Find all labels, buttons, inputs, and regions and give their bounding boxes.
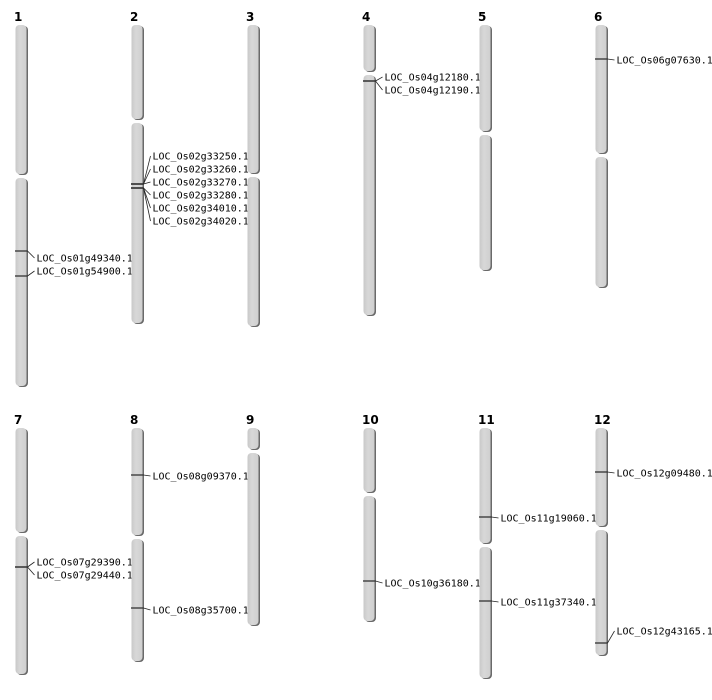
- gene-label: LOC_Os01g49340.1: [37, 254, 133, 265]
- chromosome-label: 5: [478, 10, 486, 24]
- chromosome-5: 5: [478, 10, 492, 271]
- long-arm: [479, 547, 491, 678]
- label-connector: [143, 168, 151, 185]
- long-arm: [15, 536, 27, 674]
- chromosome-label: 10: [362, 413, 379, 427]
- label-connector: [143, 155, 151, 185]
- label-connector: [491, 516, 499, 519]
- gene-label: LOC_Os11g19060.1: [501, 514, 597, 525]
- gene-label: LOC_Os12g43165.1: [617, 627, 712, 638]
- label-connector: [491, 600, 499, 603]
- chromosome-9: 9: [246, 413, 260, 626]
- label-connector: [375, 76, 383, 82]
- long-arm: [247, 177, 259, 326]
- gene-label: LOC_Os02g34010.1: [153, 204, 249, 215]
- chromosome-label: 6: [594, 10, 602, 24]
- gene-label: LOC_Os04g12190.1: [385, 86, 481, 97]
- gene-label: LOC_Os08g09370.1: [153, 472, 249, 483]
- short-arm: [247, 25, 259, 173]
- label-connector: [143, 181, 151, 185]
- gene-label: LOC_Os10g36180.1: [385, 579, 481, 590]
- chromosome-label: 12: [594, 413, 611, 427]
- short-arm: [247, 428, 259, 449]
- label-connector: [27, 566, 35, 576]
- label-connector: [143, 187, 151, 222]
- gene-label: LOC_Os02g33250.1: [153, 152, 249, 163]
- gene-label: LOC_Os12g09480.1: [617, 469, 712, 480]
- long-arm: [479, 135, 491, 270]
- chromosome-label: 8: [130, 413, 138, 427]
- long-arm: [595, 157, 607, 287]
- gene-label: LOC_Os08g35700.1: [153, 606, 249, 617]
- long-arm: [595, 530, 607, 655]
- short-arm: [131, 428, 143, 535]
- label-connector: [143, 607, 151, 611]
- short-arm: [15, 428, 27, 532]
- gene-label: LOC_Os02g33280.1: [153, 191, 249, 202]
- label-connector: [607, 58, 615, 61]
- gene-label: LOC_Os11g37340.1: [501, 598, 597, 609]
- gene-label: LOC_Os01g54900.1: [37, 267, 133, 278]
- short-arm: [479, 25, 491, 131]
- chromosome-label: 4: [362, 10, 370, 24]
- chromosome-label: 2: [130, 10, 138, 24]
- short-arm: [363, 428, 375, 492]
- short-arm: [595, 428, 607, 526]
- chromosome-3: 3: [246, 10, 260, 327]
- label-connector: [143, 187, 151, 209]
- long-arm: [131, 123, 143, 323]
- long-arm: [15, 178, 27, 386]
- label-connector: [27, 250, 35, 259]
- label-connector: [27, 561, 35, 568]
- label-connector: [27, 270, 35, 277]
- label-connector: [143, 474, 151, 477]
- gene-label: LOC_Os04g12180.1: [385, 73, 481, 84]
- chromosome-label: 9: [246, 413, 254, 427]
- label-connector: [607, 471, 615, 474]
- label-connector: [607, 630, 615, 644]
- chromosome-label: 7: [14, 413, 22, 427]
- short-arm: [131, 25, 143, 119]
- gene-label: LOC_Os06g07630.1: [617, 56, 712, 67]
- gene-label: LOC_Os07g29390.1: [37, 558, 133, 569]
- chromosome-label: 1: [14, 10, 22, 24]
- label-connector: [143, 187, 151, 196]
- chromosome-label: 3: [246, 10, 254, 24]
- long-arm: [247, 453, 259, 625]
- short-arm: [363, 25, 375, 71]
- chromosome-2: 2LOC_Os02g33250.1LOC_Os02g33260.1LOC_Os0…: [130, 10, 249, 324]
- gene-label: LOC_Os07g29440.1: [37, 571, 133, 582]
- long-arm: [363, 496, 375, 621]
- short-arm: [595, 25, 607, 153]
- long-arm: [131, 539, 143, 661]
- short-arm: [479, 428, 491, 543]
- short-arm: [15, 25, 27, 174]
- label-connector: [375, 580, 383, 584]
- gene-label: LOC_Os02g34020.1: [153, 217, 249, 228]
- long-arm: [363, 75, 375, 315]
- gene-label: LOC_Os02g33270.1: [153, 178, 249, 189]
- label-connector: [375, 80, 383, 91]
- chromosome-label: 11: [478, 413, 495, 427]
- gene-label: LOC_Os02g33260.1: [153, 165, 249, 176]
